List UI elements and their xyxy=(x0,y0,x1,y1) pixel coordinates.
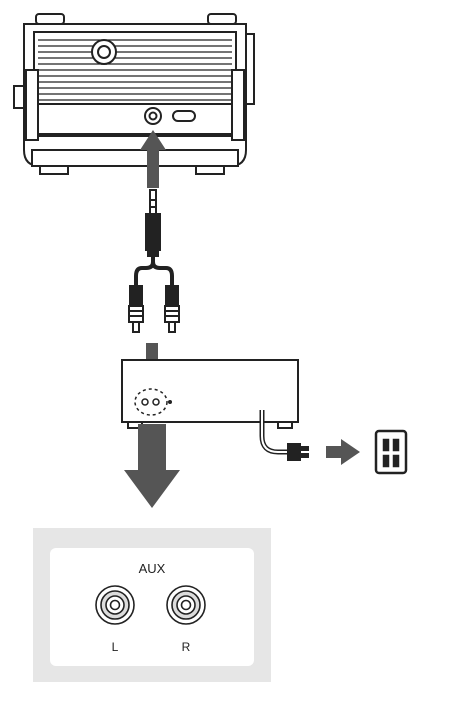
power-plug-icon xyxy=(259,410,309,461)
cable-icon xyxy=(134,256,174,286)
left-label: L xyxy=(112,640,119,654)
dvd-player-icon xyxy=(121,359,299,429)
arrow-right-icon xyxy=(326,439,360,465)
aux-label: AUX xyxy=(139,561,166,576)
aux-panel: AUX L R xyxy=(33,528,271,682)
wall-outlet-icon xyxy=(374,429,408,475)
rca-plugs-icon xyxy=(128,285,180,333)
arrow-down-large-icon xyxy=(124,424,180,508)
arrow-up-icon xyxy=(140,130,166,188)
right-jack-icon xyxy=(166,585,206,625)
right-label: R xyxy=(182,640,191,654)
stereo-mini-plug-icon xyxy=(145,189,161,257)
left-jack-icon xyxy=(95,585,135,625)
speaker-icon xyxy=(13,13,255,175)
